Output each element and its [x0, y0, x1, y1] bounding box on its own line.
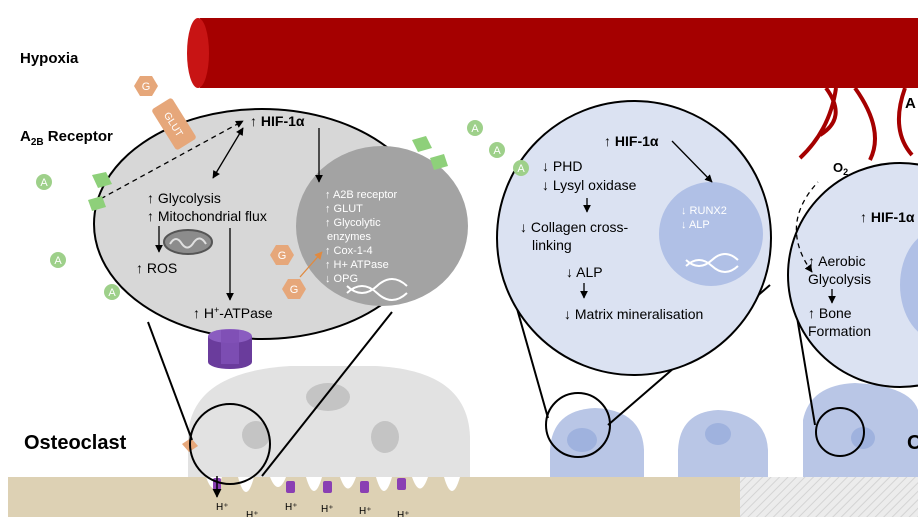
proton-label: H⁺: [321, 504, 334, 515]
svg-text:A: A: [54, 255, 62, 267]
adenosine-icon: A: [36, 174, 52, 190]
svg-text:G: G: [290, 284, 299, 296]
adenosine-icon: A: [489, 142, 505, 158]
proton-label: H⁺: [285, 502, 298, 513]
bone-matrix: [8, 477, 918, 517]
ob-matrix-label: ↓ Matrix mineralisation: [564, 306, 703, 322]
proton-label: H⁺: [216, 502, 229, 513]
right-edge-label: O: [907, 432, 918, 454]
oc-nucleus-item: ↑ Cox-1-4: [325, 245, 373, 257]
proton-labels: H⁺ H⁺ H⁺ H⁺ H⁺ H⁺: [216, 502, 410, 521]
oc-hif-label: ↑ HIF-1α: [250, 113, 305, 129]
right-aerobic-label-2: Glycolysis: [808, 271, 871, 287]
ob-nucleus-item: ↓ ALP: [681, 219, 710, 231]
svg-text:G: G: [278, 250, 287, 262]
glucose-icon: G: [270, 245, 294, 265]
dna-icon-blue: [685, 253, 739, 273]
ob-collagen-label-2: linking: [532, 237, 572, 253]
oc-atpase-label: ↑ H+-ATPase: [193, 305, 273, 321]
svg-text:A: A: [40, 177, 48, 189]
osteoclast-zoom: [92, 108, 468, 477]
adenosine-icon: A: [104, 284, 120, 300]
glucose-icon: G: [282, 279, 306, 299]
osteoblast-zoom: [496, 100, 772, 426]
osteoclast-cell: [182, 366, 470, 498]
mitochondrion-icon: [163, 229, 213, 255]
oc-nucleus-item: ↑ H+ ATPase: [325, 259, 389, 271]
adenosine-icon: A: [50, 252, 66, 268]
adenosine-markers: A A A A A A: [36, 120, 529, 300]
osteoblast-cells: [545, 383, 918, 477]
hypoxia-label: Hypoxia: [20, 50, 79, 67]
right-bone-label-1: ↑ Bone: [808, 305, 852, 321]
dna-icon-grey: [346, 278, 408, 301]
ob-hif-label: ↑ HIF-1α: [604, 133, 659, 149]
glut-transporter: GLUT: [152, 98, 196, 150]
proton-label: H⁺: [397, 510, 410, 517]
oc-glycolysis-label: ↑ Glycolysis: [147, 190, 221, 206]
svg-text:A: A: [471, 123, 479, 135]
svg-text:A: A: [493, 145, 501, 157]
blood-vessel: [187, 18, 918, 161]
oc-nucleus-item: ↓ OPG: [325, 273, 358, 285]
oc-nucleus-item: enzymes: [327, 231, 372, 243]
oc-nucleus-item: ↑ Glycolytic: [325, 217, 381, 229]
right-zoom: [787, 162, 918, 426]
vessel-edge-label: A: [905, 95, 916, 112]
oc-nucleus-item: ↑ GLUT: [325, 203, 363, 215]
ob-phd-label: ↓ PHD: [542, 158, 582, 174]
svg-text:A: A: [517, 163, 525, 175]
proton-label: H⁺: [359, 506, 372, 517]
a2b-receptor-icons: [88, 136, 448, 211]
ob-collagen-label-1: ↓ Collagen cross-: [520, 219, 628, 235]
oc-ros-label: ↑ ROS: [136, 260, 177, 276]
ob-lysyl-label: ↓ Lysyl oxidase: [542, 177, 637, 193]
svg-text:A: A: [108, 287, 116, 299]
oxygen-label: O2: [833, 160, 848, 177]
adenosine-icon: A: [467, 120, 483, 136]
glucose-icon: G: [134, 76, 158, 96]
svg-text:G: G: [142, 81, 151, 93]
ob-alp-label: ↓ ALP: [566, 264, 603, 280]
oc-nucleus-item: ↑ A2B receptor: [325, 189, 397, 201]
adenosine-icon: A: [513, 160, 529, 176]
oc-nucleus-list: ↑ A2B receptor ↑ GLUT ↑ Glycolytic enzym…: [325, 189, 397, 285]
ob-nucleus-item: ↓ RUNX2: [681, 205, 727, 217]
a2b-receptor-label: A2B Receptor: [20, 128, 113, 148]
right-bone-label-2: Formation: [808, 323, 871, 339]
right-aerobic-label-1: ↑ Aerobic: [808, 253, 866, 269]
osteoclast-label: Osteoclast: [24, 432, 127, 454]
proton-label: H⁺: [246, 510, 259, 517]
oc-mito-flux-label: ↑ Mitochondrial flux: [147, 208, 267, 224]
atpase-pump-icon: [208, 329, 252, 369]
right-hif-label: ↑ HIF-1α: [860, 209, 915, 225]
